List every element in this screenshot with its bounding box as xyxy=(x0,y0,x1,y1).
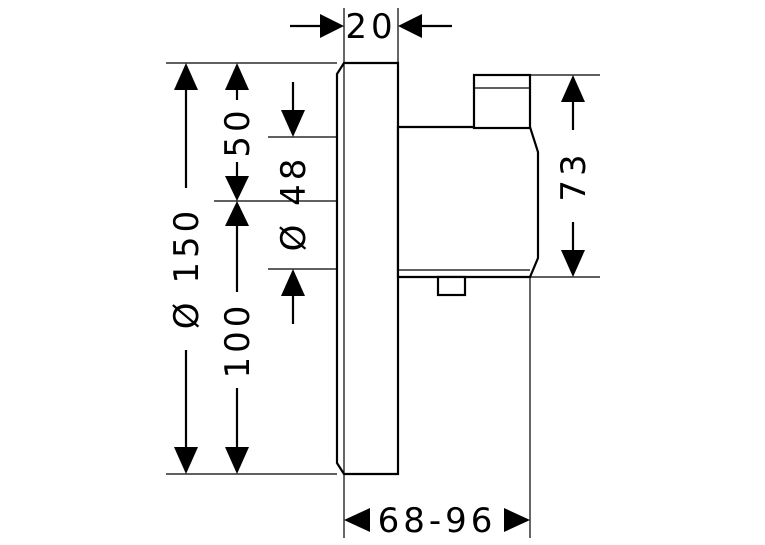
dimension-lower-offset: 100 xyxy=(218,201,258,474)
valve-bottom-stub xyxy=(436,275,467,297)
part-outline xyxy=(335,61,540,476)
arrow-right-icon xyxy=(320,14,344,38)
label-lower-offset: 100 xyxy=(218,302,258,379)
label-body-height: 73 xyxy=(554,150,594,201)
label-plate-depth: 20 xyxy=(345,7,396,47)
label-diameter-total: Ø 150 xyxy=(167,207,207,329)
dimension-inner-diameter: Ø 48 xyxy=(274,82,314,324)
dimension-diameter-total: Ø 150 xyxy=(167,63,207,474)
label-inner-diameter: Ø 48 xyxy=(274,155,314,252)
arrow-up-icon xyxy=(174,63,198,90)
label-upper-offset: 50 xyxy=(218,106,258,157)
arrow-up-icon xyxy=(225,201,249,226)
valve-top-stub xyxy=(472,73,532,130)
arrow-down-icon xyxy=(225,447,249,474)
extension-lines xyxy=(166,8,600,538)
arrow-right-icon xyxy=(504,508,530,532)
arrow-down-icon xyxy=(174,447,198,474)
dimension-plate-depth: 20 xyxy=(290,7,452,47)
label-install-depth: 68-96 xyxy=(378,501,497,541)
arrow-left-icon xyxy=(344,508,370,532)
arrow-up-icon xyxy=(561,75,585,102)
arrow-down-icon xyxy=(281,110,305,137)
arrow-up-icon xyxy=(225,63,249,90)
arrow-left-icon xyxy=(398,14,422,38)
arrow-down-icon xyxy=(561,250,585,277)
arrow-down-icon xyxy=(225,176,249,201)
dimension-body-height: 73 xyxy=(554,75,594,277)
dimension-upper-offset: 50 xyxy=(218,63,258,201)
valve-body xyxy=(396,125,540,279)
dimension-install-depth: 68-96 xyxy=(344,501,530,541)
arrow-up-icon xyxy=(281,269,305,296)
cover-plate xyxy=(335,61,400,476)
